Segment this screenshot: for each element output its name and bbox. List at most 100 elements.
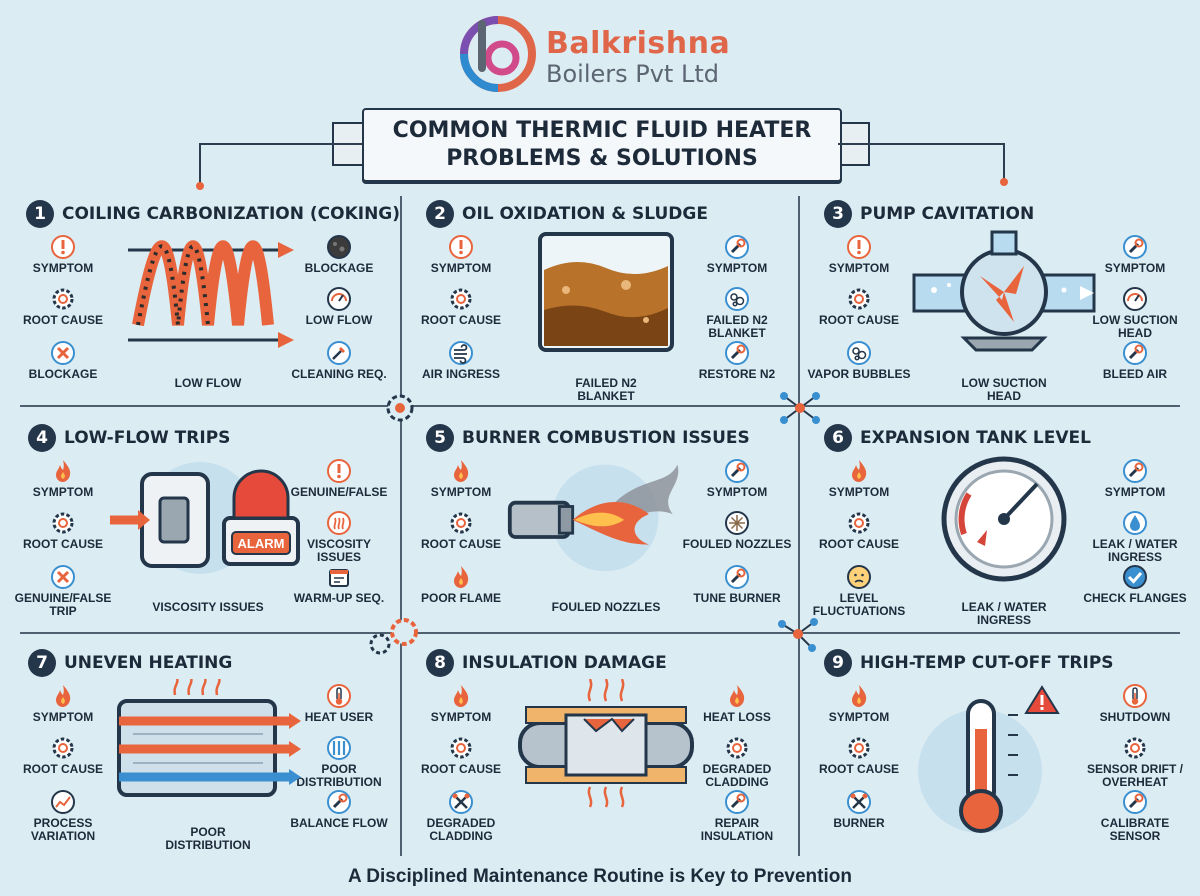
left-item: SYMPTOM (8, 683, 118, 724)
right-item-label: HEAT LOSS (703, 710, 771, 724)
panel-title-text: LOW-FLOW TRIPS (64, 428, 231, 448)
right-item: CLEANING REQ. (284, 340, 394, 381)
divider-horizontal-2 (20, 632, 1180, 634)
right-item-label: FOULED NOZZLES (682, 537, 792, 551)
nozzle-icon (724, 510, 750, 536)
right-item-label: SENSOR DRIFT / OVERHEAT (1086, 762, 1183, 789)
thermometer-icon (1122, 683, 1148, 709)
wrench-icon (724, 340, 750, 366)
panel-title-text: UNEVEN HEATING (64, 653, 233, 673)
panel-number: 5 (426, 424, 454, 452)
panel-caption: FAILED N2 BLANKET (575, 376, 637, 403)
left-item-label: ROOT CAUSE (420, 313, 501, 327)
pipes-icon (326, 735, 352, 761)
brush-icon (326, 340, 352, 366)
panel-number: 1 (26, 200, 54, 228)
title-line-2: PROBLEMS & SOLUTIONS (446, 146, 758, 171)
tools-icon (448, 789, 474, 815)
panel-illustration (506, 679, 706, 809)
right-item-label: POOR DISTRIBUTION (296, 762, 382, 789)
panel-number: 4 (28, 424, 56, 452)
left-item-label: ROOT CAUSE (22, 537, 103, 551)
right-item: POOR DISTRIBUTION (284, 735, 394, 789)
gear-icon (448, 510, 474, 536)
right-item: SYMPTOM (682, 458, 792, 499)
left-item-label: SYMPTOM (430, 261, 492, 275)
right-item: LOW SUCTION HEAD (1080, 286, 1190, 340)
left-item: POOR FLAME (406, 564, 516, 605)
right-item-label: DEGRADED CLADDING (702, 762, 772, 789)
panel-number: 8 (426, 649, 454, 677)
left-item-label: ROOT CAUSE (818, 762, 899, 776)
flame-icon (50, 683, 76, 709)
flame-icon (846, 458, 872, 484)
panel-illustration (904, 454, 1104, 584)
panel-title-text: HIGH-TEMP CUT-OFF TRIPS (860, 653, 1114, 673)
left-item-label: SYMPTOM (32, 261, 94, 275)
right-item-label: BLEED AIR (1102, 367, 1168, 381)
left-item-label: SYMPTOM (32, 485, 94, 499)
right-item: FOULED NOZZLES (682, 510, 792, 551)
left-item: ROOT CAUSE (8, 735, 118, 776)
divider-vertical-2 (798, 196, 800, 856)
right-item-label: SYMPTOM (706, 485, 768, 499)
exclamation-icon (326, 458, 352, 484)
exclamation-icon (846, 234, 872, 260)
flame-icon (448, 458, 474, 484)
left-item-label: BLOCKAGE (28, 367, 98, 381)
right-item-label: CHECK FLANGES (1083, 591, 1187, 605)
heat-icon (326, 510, 352, 536)
chart-icon (50, 789, 76, 815)
left-item: ROOT CAUSE (406, 510, 516, 551)
right-item-label: TUNE BURNER (693, 591, 781, 605)
right-item: WARM-UP SEQ. (284, 564, 394, 605)
panel-number: 9 (824, 649, 852, 677)
check-icon (1122, 564, 1148, 590)
panel-illustration (506, 230, 706, 355)
left-item: GENUINE/FALSE TRIP (8, 564, 118, 618)
left-item: LEVEL FLUCTUATIONS (804, 564, 914, 618)
gauge-icon (1122, 286, 1148, 312)
flame-icon (846, 683, 872, 709)
brand-name: Balkrishna (546, 26, 731, 61)
gear-icon (50, 735, 76, 761)
wrench-icon (1122, 340, 1148, 366)
left-item: ROOT CAUSE (8, 510, 118, 551)
left-item: SYMPTOM (804, 234, 914, 275)
wind-icon (448, 340, 474, 366)
wrench-icon (724, 458, 750, 484)
right-item-label: SYMPTOM (1104, 485, 1166, 499)
footer-text: A Disciplined Maintenance Routine is Key… (348, 866, 852, 887)
left-item-label: SYMPTOM (828, 261, 890, 275)
gear-icon (724, 735, 750, 761)
left-item: ROOT CAUSE (804, 510, 914, 551)
left-item: ROOT CAUSE (804, 286, 914, 327)
gauge-icon (326, 286, 352, 312)
right-item-label: BLOCKAGE (304, 261, 374, 275)
left-item-label: SYMPTOM (430, 710, 492, 724)
right-item-label: SYMPTOM (706, 261, 768, 275)
panel-caption: POOR DISTRIBUTION (165, 825, 251, 852)
right-item: FAILED N2 BLANKET (682, 286, 792, 340)
panel-number: 2 (426, 200, 454, 228)
panel-title: 9 HIGH-TEMP CUT-OFF TRIPS (824, 649, 1114, 677)
right-item: BALANCE FLOW (284, 789, 394, 830)
soot-icon (326, 234, 352, 260)
panel-caption: FOULED NOZZLES (551, 600, 661, 614)
panel-illustration (506, 454, 706, 579)
right-item-label: LOW SUCTION HEAD (1092, 313, 1178, 340)
left-item: BURNER (804, 789, 914, 830)
brand-subtitle: Boilers Pvt Ltd (546, 60, 719, 88)
panel-number: 3 (824, 200, 852, 228)
panel-caption: LEAK / WATER INGRESS (961, 600, 1047, 627)
right-item: HEAT LOSS (682, 683, 792, 724)
left-item-label: ROOT CAUSE (420, 537, 501, 551)
tools-icon (846, 789, 872, 815)
left-item: VAPOR BUBBLES (804, 340, 914, 381)
